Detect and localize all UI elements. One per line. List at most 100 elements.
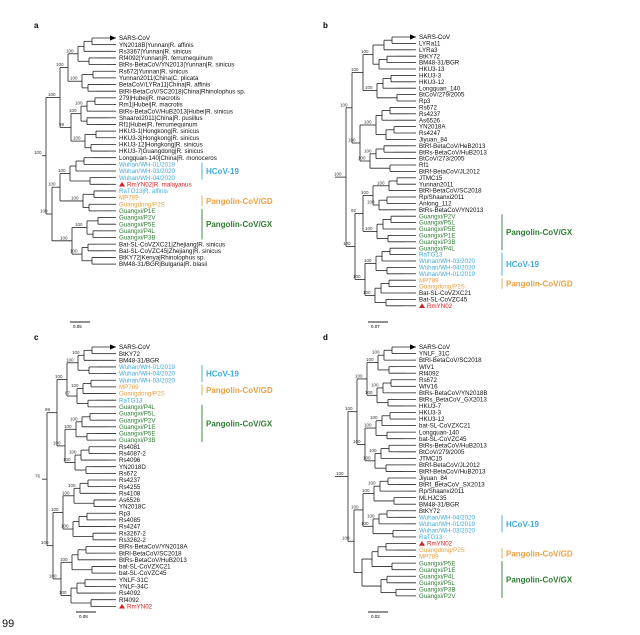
leaf-label: Rs4092 (119, 590, 141, 597)
scale-label: 0.08 (79, 614, 88, 619)
support-value: 100 (75, 101, 83, 106)
leaf-label: Rs4081 (119, 444, 141, 451)
leaf-label: BtKY72 (419, 508, 441, 515)
support-value: 100 (336, 471, 344, 476)
leaf-label: As6526 (119, 497, 141, 504)
scale-label: 0.07 (371, 324, 380, 329)
leaf-label: Rs4108 (119, 490, 141, 497)
leaf-label: Guangdong/P2S (419, 547, 465, 554)
group-label: Pangolin-CoV/GD (506, 279, 573, 288)
leaf-label: Guangxi/P4L (419, 573, 455, 580)
triangle-marker-icon (119, 603, 125, 609)
leaf-label: Longquan-140|China|R. monoceros (119, 155, 217, 162)
panel-label: a (34, 21, 39, 30)
leaf-label: MP789 (419, 554, 439, 561)
leaf-label: Shaanxi2011|China|R. pusillus (119, 115, 203, 122)
leaf-label: Rs4247 (419, 130, 441, 137)
group-label: HCoV-19 (206, 167, 239, 176)
leaf-label: Jiyuan_84 (419, 137, 448, 144)
leaf-label: Wuhan/WH-03/2020 (419, 528, 476, 535)
panel-d-tree: d100100100100100100100100100100100100100… (323, 333, 573, 619)
leaf-label: Jiyuan_84 (419, 475, 448, 482)
leaf-label: LYRa11 (419, 41, 441, 48)
leaf-label: BtKY72 (119, 351, 141, 358)
panel-a-tree: a100100100100100991001001001001001001001… (34, 21, 273, 329)
leaf-label: Rm1|Hubei|R. macrotis (119, 102, 183, 109)
leaf-label: Guangxi/P5L (419, 220, 455, 227)
leaf-label: Rs672 (419, 377, 437, 384)
support-value: 100 (69, 450, 77, 455)
leaf-label: BtRs-BetaCoV/HuB2013 (419, 149, 487, 156)
leaf-label: RaTG13|R. affinis (119, 188, 168, 195)
leaf-label: Rs4255 (119, 484, 141, 491)
collapsed-clade-icon (110, 344, 116, 350)
leaf-label: BtRl-BetaCoV/SC2018 (419, 188, 482, 195)
leaf-label: JTMC15 (419, 455, 443, 462)
support-value: 100 (51, 507, 59, 512)
panel-c-tree: c769910010010087100100100100100100100100… (34, 333, 273, 619)
support-value: 100 (377, 180, 385, 185)
leaf-label: Rs672|Yunnan|R. sinicus (119, 68, 188, 75)
leaf-label: Guangxi/P5L (419, 580, 455, 587)
support-value: 100 (69, 108, 77, 113)
leaf-label: BtRf-BetaCoV/HuB2013 (419, 469, 486, 476)
leaf-label: bat-SL-CoVZC45 (419, 436, 467, 443)
leaf-label: Rs3262-2 (119, 537, 146, 544)
leaf-label: BtRf-BetaCoV/JL2012 (419, 169, 480, 176)
support-value: 100 (70, 249, 78, 254)
support-value: 100 (66, 357, 74, 362)
triangle-marker-icon (119, 181, 125, 187)
support-value: 100 (53, 440, 61, 445)
support-value: 100 (66, 48, 74, 53)
leaf-label: BtRs-BetaCoV/YN2013 (419, 207, 484, 214)
support-value: 100 (362, 488, 370, 493)
support-value: 100 (55, 374, 63, 379)
support-value: 100 (351, 67, 359, 72)
support-value: 100 (60, 235, 68, 240)
leaf-label: BtRf-BetaCoV/JL2012 (419, 462, 480, 469)
leaf-label: Longquan-140 (419, 429, 459, 436)
leaf-label: Guangxi/P3B (419, 239, 455, 246)
support-value: 100 (342, 536, 350, 541)
leaf-label: Yunnan2011|China|C. plicata (119, 75, 199, 82)
support-value: 100 (48, 92, 56, 97)
leaf-label: Rf1 (419, 162, 429, 169)
support-value: 100 (60, 557, 68, 562)
leaf-label: Wuhan/WH-01/2019 (419, 271, 476, 278)
leaf-label: MP789 (419, 277, 439, 284)
leaf-label: 279|Hubei|R. macrotis (119, 95, 180, 102)
support-value: 92 (351, 208, 357, 213)
leaf-label: bat-SL-CoVZXC21 (119, 564, 171, 571)
support-value: 100 (75, 222, 83, 227)
leaf-label: BtRl-BetaCoV/SC2018|China|Rhinolophus sp… (119, 88, 246, 95)
leaf-label: Rs3267-2 (119, 530, 146, 537)
leaf-label: Rf4092 (119, 597, 140, 604)
support-value: 100 (351, 504, 359, 509)
leaf-label: RaTG13 (119, 397, 143, 404)
leaf-label: Rp3 (419, 98, 431, 105)
leaf-label: BtRs-BetaCoV/HuB2013 (419, 442, 487, 449)
support-value: 100 (62, 490, 70, 495)
leaf-label: WIV1 (419, 364, 435, 371)
leaf-label: Guangxi/P5E (419, 226, 455, 233)
leaf-label: Guangxi/P5E (419, 560, 455, 567)
support-value: 100 (366, 357, 374, 362)
support-value: 100 (365, 390, 373, 395)
leaf-label: BM48-31/BGR (119, 357, 160, 364)
leaf-label: HKU3-1|Hongkong|R. sinicus (119, 128, 199, 135)
leaf-label: Bat-SL-CoVZC45|Zhejiang|R. sinicus (119, 248, 221, 255)
leaf-label: Wuhan/WH-04/2020 (119, 371, 176, 378)
support-value: 100 (364, 423, 372, 428)
leaf-label: Wuhan/WH-04/2020 (119, 175, 176, 182)
support-value: 100 (371, 382, 379, 387)
leaf-label: Wuhan/WH-03/2020 (119, 168, 176, 175)
leaf-label: Rs4085 (119, 517, 141, 524)
support-value: 100 (361, 190, 369, 195)
leaf-label: Guangxi/P4L (419, 245, 455, 252)
triangle-marker-icon (419, 303, 425, 308)
leaf-label: BtRl-BetaCoV/SC2018 (119, 550, 182, 557)
support-value: 100 (372, 350, 380, 355)
leaf-label: RmYN02|R. malayanus (127, 181, 192, 188)
leaf-label: SARS-CoV (419, 34, 451, 41)
